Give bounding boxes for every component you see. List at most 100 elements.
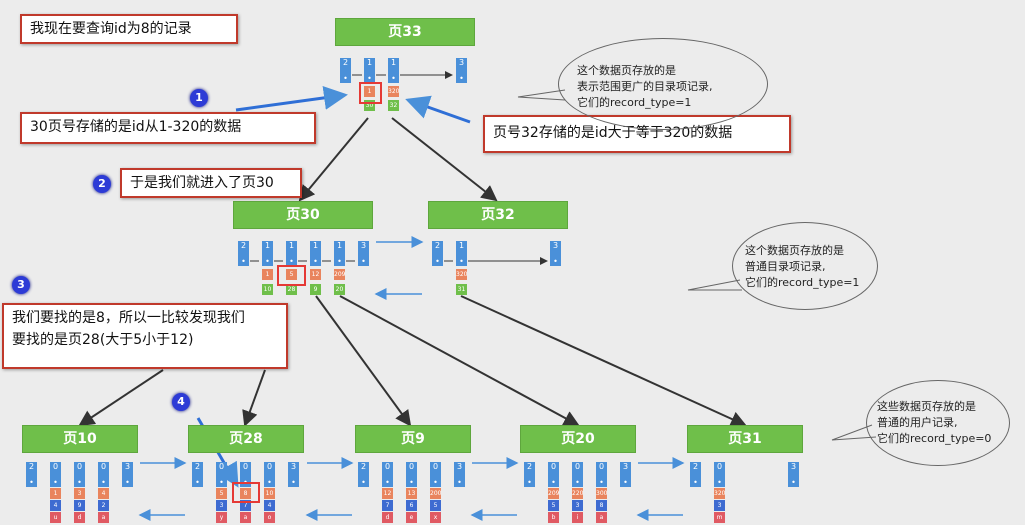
bubble-leaf-line1: 这些数据页存放的是 <box>877 400 976 413</box>
callout-find-line2: 要找的是页28(大于5小于12) <box>12 332 194 348</box>
page-no-cell: 9 <box>310 284 321 295</box>
record-max: 3• <box>454 462 465 487</box>
record-min: 2• <box>26 462 37 487</box>
record-max: 3• <box>620 462 631 487</box>
id-cell: 3 <box>74 488 85 499</box>
step-1-badge: 1 <box>190 89 208 107</box>
col3-cell: d <box>74 512 85 523</box>
step-2-badge: 2 <box>93 175 111 193</box>
tree-edge-30-10 <box>78 369 164 427</box>
callout-find-page28: 我们要找的是8，所以一比较发现我们 要找的是页28(大于5小于12) <box>2 303 288 369</box>
highlight-key-1 <box>359 82 382 104</box>
step-3-badge: 3 <box>12 276 30 294</box>
bubble-leaf-line2: 普通的用户记录, <box>877 416 958 429</box>
highlight-key-5 <box>277 265 306 286</box>
col2-cell: 9 <box>74 500 85 511</box>
id-cell: 1 <box>50 488 61 499</box>
id-cell-target: 8 <box>240 488 251 499</box>
col2-cell: 3 <box>216 500 227 511</box>
record-user: 0• <box>714 462 725 487</box>
record-user: 0• <box>264 462 275 487</box>
record-dir: 1• <box>334 241 345 266</box>
record-max: 3• <box>358 241 369 266</box>
col2-cell: 8 <box>596 500 607 511</box>
col3-cell: x <box>430 512 441 523</box>
bubble-dir-line1: 这个数据页存放的是 <box>745 244 844 257</box>
bubble-leaf-line3: 它们的record_type=0 <box>877 432 992 445</box>
bubble-leaf-note: 这些数据页存放的是 普通的用户记录, 它们的record_type=0 <box>866 380 1010 466</box>
bubble-dir-line3: 它们的record_type=1 <box>745 276 860 289</box>
record-min: 2• <box>238 241 249 266</box>
record-max: 3• <box>288 462 299 487</box>
id-cell: 220 <box>572 488 584 499</box>
record-user: 0• <box>382 462 393 487</box>
record-user: 0• <box>216 462 227 487</box>
tree-edge-32-31 <box>460 295 747 427</box>
key-cell: 5 <box>286 269 297 280</box>
id-cell: 4 <box>98 488 109 499</box>
col2-cell: 5 <box>430 500 441 511</box>
record-dir: 1• <box>364 58 375 83</box>
record-min: 2• <box>524 462 535 487</box>
page-10-header: 页10 <box>22 425 138 453</box>
record-min: 2• <box>358 462 369 487</box>
id-cell: 300 <box>596 488 608 499</box>
record-max: 3• <box>788 462 799 487</box>
page-9-header: 页9 <box>355 425 471 453</box>
col3-cell: a <box>240 512 251 523</box>
bubble-root-line1: 这个数据页存放的是 <box>577 64 676 77</box>
page-32-header: 页32 <box>428 201 568 229</box>
step-4-badge: 4 <box>172 393 190 411</box>
record-min: 2• <box>192 462 203 487</box>
page-no-cell: 31 <box>456 284 467 295</box>
record-dir: 1• <box>456 241 467 266</box>
col3-cell: a <box>596 512 607 523</box>
record-max: 3• <box>550 241 561 266</box>
key-cell: 320 <box>388 86 400 97</box>
col2-cell: 4 <box>50 500 61 511</box>
record-max: 3• <box>456 58 467 83</box>
record-user: 0• <box>548 462 559 487</box>
record-dir: 1• <box>262 241 273 266</box>
key-cell: 1 <box>364 86 375 97</box>
record-user: 0• <box>98 462 109 487</box>
page-no-cell: 30 <box>364 100 375 111</box>
col2-cell: 2 <box>98 500 109 511</box>
col3-cell: a <box>98 512 109 523</box>
record-dir: 1• <box>388 58 399 83</box>
tree-edge-30-20 <box>339 295 580 426</box>
id-cell: 13 <box>406 488 417 499</box>
query-note: 我现在要查询id为8的记录 <box>20 14 238 44</box>
col2-cell: 7 <box>240 500 251 511</box>
callout-enter-page30: 于是我们就进入了页30 <box>120 168 302 198</box>
id-cell: 5 <box>216 488 227 499</box>
page-33-header: 页33 <box>335 18 475 46</box>
id-cell: 200 <box>430 488 442 499</box>
id-cell: 10 <box>264 488 275 499</box>
bubble-tail-1 <box>517 89 566 101</box>
pointer-1 <box>235 85 348 112</box>
bubble-root-line3: 它们的record_type=1 <box>577 96 692 109</box>
key-cell: 209 <box>334 269 346 280</box>
record-dir: 1• <box>286 241 297 266</box>
record-user: 0• <box>430 462 441 487</box>
tree-edge-30-28 <box>242 369 266 427</box>
col3-cell: u <box>50 512 61 523</box>
col3-cell: e <box>406 512 417 523</box>
record-user: 0• <box>50 462 61 487</box>
record-max: 3• <box>122 462 133 487</box>
col2-cell: 6 <box>406 500 417 511</box>
key-cell: 320 <box>456 269 468 280</box>
bubble-dir-line2: 普通目录项记录, <box>745 260 826 273</box>
tree-edge-33-30 <box>298 117 369 202</box>
record-min: 2• <box>432 241 443 266</box>
page-no-cell: 20 <box>334 284 345 295</box>
id-cell: 320 <box>714 488 726 499</box>
page-no-cell: 10 <box>262 284 273 295</box>
record-user: 0• <box>596 462 607 487</box>
record-user: 0• <box>74 462 85 487</box>
page-30-header: 页30 <box>233 201 373 229</box>
col3-cell: b <box>548 512 559 523</box>
col3-cell: m <box>714 512 725 523</box>
